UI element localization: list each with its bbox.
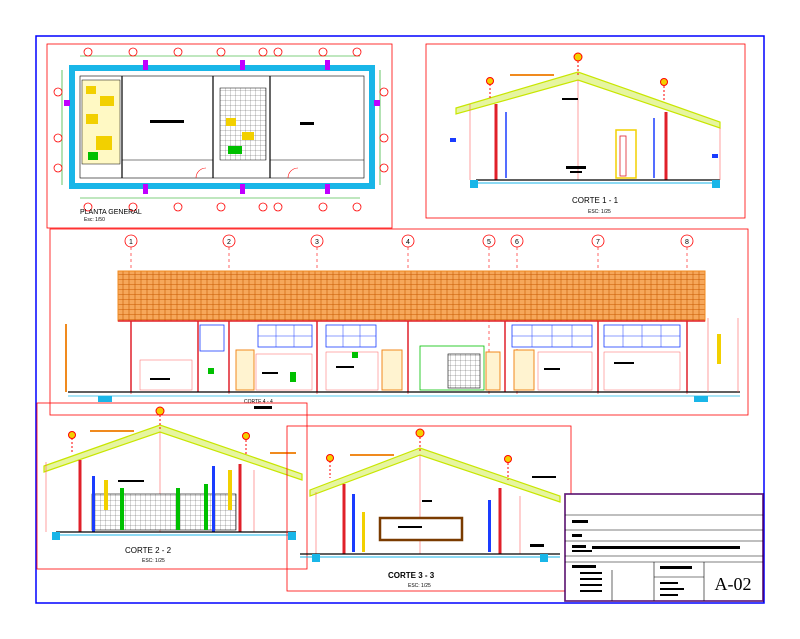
section-2-2-view: CORTE 2 - 2 ESC: 1/25 <box>36 402 308 570</box>
title-block: A-02 <box>564 493 764 602</box>
section-4-4-windows <box>199 324 681 352</box>
svg-text:2: 2 <box>227 239 231 246</box>
svg-text:4: 4 <box>406 239 410 246</box>
section-2-2-roof <box>43 424 303 481</box>
section-3-3-board <box>378 516 464 542</box>
plan-axis-bubbles-bottom <box>83 202 362 212</box>
plan-title: PLANTA GENERAL <box>80 209 142 216</box>
svg-text:5: 5 <box>487 239 491 246</box>
section-2-2-viewport <box>36 402 308 570</box>
section-4-4-view: 1 2 3 4 5 6 7 8 <box>49 228 749 416</box>
section-4-4-tiled-wall <box>447 353 481 389</box>
floor-plan-view: PLANTA GENERAL Esc: 1/50 <box>46 43 393 229</box>
sheet-frame <box>35 35 765 604</box>
section-3-3-view: CORTE 3 - 3 ESC: 1/25 <box>286 425 572 592</box>
svg-text:3: 3 <box>315 239 319 246</box>
sheet-number: A-02 <box>715 574 752 594</box>
section-2-2-title: CORTE 2 - 2 <box>125 546 172 555</box>
section-4-4-tile-roof <box>117 270 706 322</box>
section-3-3-roof <box>309 447 561 503</box>
section-4-4-title: CORTE 4 - 4 <box>244 399 273 405</box>
section-3-3-scale: ESC: 1/25 <box>408 583 431 589</box>
section-4-4-doors <box>235 349 535 391</box>
plan-viewport <box>46 43 393 229</box>
section-2-2-scale: ESC: 1/25 <box>142 558 165 564</box>
section-1-1-view: CORTE 1 - 1 ESC: 1/25 <box>425 43 746 219</box>
plan-outer-wall <box>69 65 375 189</box>
section-3-3-title: CORTE 3 - 3 <box>388 571 435 580</box>
svg-text:8: 8 <box>685 239 689 246</box>
plan-scale: Esc: 1/50 <box>84 217 105 223</box>
section-4-4-viewport <box>49 228 749 416</box>
section-1-1-scale: ESC: 1/25 <box>588 209 611 215</box>
svg-text:7: 7 <box>596 239 600 246</box>
section-1-1-title: CORTE 1 - 1 <box>572 196 619 205</box>
svg-text:6: 6 <box>515 239 519 246</box>
section-1-1-viewport <box>425 43 746 219</box>
plan-axis-bubbles-top <box>83 47 362 57</box>
svg-text:1: 1 <box>129 239 133 246</box>
